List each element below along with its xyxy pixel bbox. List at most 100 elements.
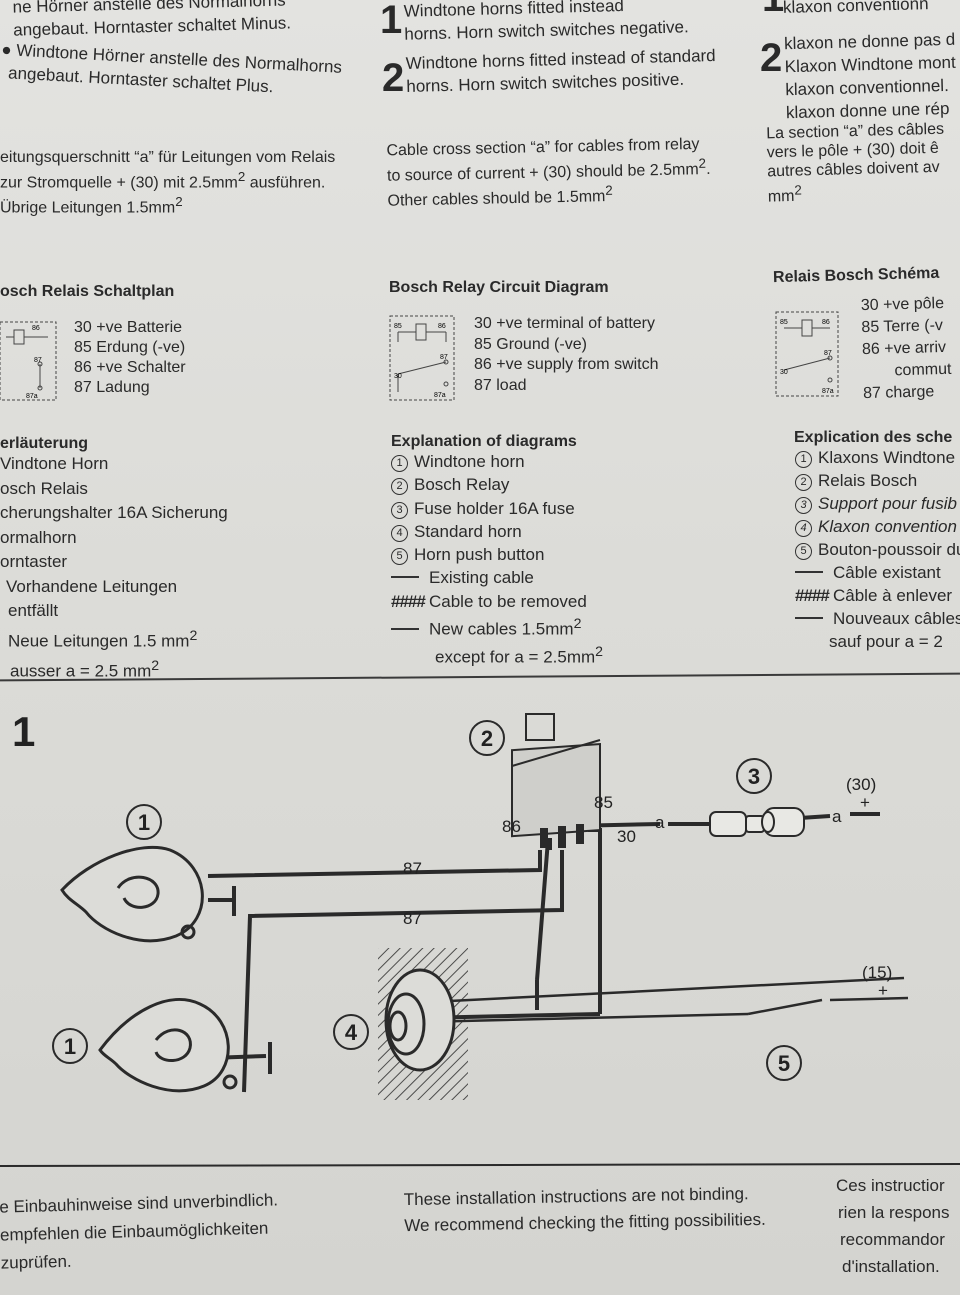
explanation-item: orntaster bbox=[0, 552, 68, 571]
legend-removed-en: ####Cable to be removed bbox=[391, 590, 603, 613]
mini-label-87: 87 bbox=[824, 350, 832, 357]
relay-row: 86 +ve arriv bbox=[861, 338, 947, 359]
mini-label-87a: 87a bbox=[822, 388, 834, 395]
explanation-title-en: Explanation of diagrams bbox=[391, 433, 577, 450]
legend-new-de: Neue Leitungen 1.5 mm2 bbox=[0, 624, 228, 654]
relay-row: 85 Erdung (-ve) bbox=[74, 339, 186, 356]
note1-en-number: 1 bbox=[380, 0, 403, 42]
note2-fr: klaxon ne donne pas d Klaxon Windtone mo… bbox=[784, 28, 957, 124]
number-circle-4: 4 bbox=[391, 524, 408, 542]
legend-new-de-text: Neue Leitungen 1.5 mm bbox=[8, 631, 190, 651]
explanation-item: Vindtone Horn bbox=[0, 454, 109, 473]
mini-label-86: 86 bbox=[32, 325, 40, 332]
wire-86 bbox=[535, 838, 552, 981]
mini-relay-diagram-fr: 85 86 87 30 87a bbox=[775, 311, 839, 397]
label-87-lower: 87 bbox=[403, 909, 422, 928]
explanation-item: ormalhorn bbox=[0, 527, 77, 547]
wire-a-right bbox=[799, 814, 831, 820]
hatch-line-icon: #### bbox=[391, 591, 426, 611]
sup-2: 2 bbox=[794, 182, 802, 198]
mini-label-87: 87 bbox=[440, 354, 448, 361]
legend-except-de: ausser a = 2.5 mm2 bbox=[0, 654, 228, 684]
mini-label-86: 86 bbox=[822, 319, 830, 326]
callout-1: 1 bbox=[138, 810, 150, 835]
callout-circle-4 bbox=[333, 1014, 369, 1050]
label-plus-15: + bbox=[878, 981, 888, 1000]
label-plus-30: + bbox=[860, 793, 870, 812]
legend-removed-text: Câble à enlever bbox=[833, 586, 953, 605]
explanation-item-text: Relais Bosch bbox=[818, 471, 918, 490]
windtone-horn-lower bbox=[98, 998, 238, 1093]
cable-note-en: Cable cross section “a” for cables from … bbox=[386, 135, 711, 211]
wires bbox=[0, 812, 960, 1167]
fuse-holder bbox=[709, 807, 805, 837]
mini-label-87a: 87a bbox=[434, 392, 446, 399]
label-a-left: a bbox=[655, 813, 665, 832]
relay-row: 30 +ve terminal of battery bbox=[474, 315, 655, 332]
windtone-horn-upper bbox=[60, 845, 204, 943]
relay-row: 30 +ve Batterie bbox=[74, 319, 183, 336]
legend-except-de-text: ausser a = 2.5 mm bbox=[10, 661, 152, 681]
explanation-title-fr: Explication des sche bbox=[794, 429, 953, 446]
legend-except-en: except for a = 2.5mm2 bbox=[391, 641, 603, 669]
solid-line-icon bbox=[795, 571, 823, 573]
callout-4: 4 bbox=[345, 1020, 358, 1045]
legend-existing-fr: Câble existant bbox=[795, 561, 960, 584]
explanation-title-de: erläuterung bbox=[0, 435, 89, 452]
footer-fr-line1: Ces instructior bbox=[836, 1176, 945, 1195]
explanation-item: 1 Windtone horn bbox=[391, 450, 603, 473]
callout-3: 3 bbox=[748, 764, 760, 789]
explanation-item-text: Windtone horn bbox=[414, 452, 525, 471]
footer-fr-line3: recommandor bbox=[840, 1230, 945, 1249]
note1-en: Windtone horns fitted instead horns. Hor… bbox=[403, 0, 689, 46]
note1-fr-number: 1 bbox=[762, 0, 784, 18]
label-87-upper: 87 bbox=[403, 859, 422, 878]
label-supply-30: (30) bbox=[846, 775, 876, 794]
label-30: 30 bbox=[617, 827, 636, 846]
cable-note-de-line3-text: Übrige Leitungen 1.5mm bbox=[0, 199, 176, 217]
cable-note-de-line1: eitungsquerschnitt “a” für Leitungen vom… bbox=[0, 149, 336, 166]
relay-rows-de: 30 +ve Batterie 85 Erdung (-ve) 86 +ve S… bbox=[74, 318, 186, 398]
explanation-item-text: Klaxon convention bbox=[818, 517, 957, 536]
note2-en-number: 2 bbox=[382, 56, 405, 100]
number-circle-2: 2 bbox=[795, 474, 812, 491]
relay-row: 87 charge bbox=[862, 383, 935, 403]
footer-fr: Ces instructior rien la respons recomman… bbox=[836, 1172, 950, 1280]
sup-2: 2 bbox=[151, 657, 160, 674]
legend-existing-de: Vorhandene Leitungen bbox=[6, 576, 178, 596]
number-circle-1: 1 bbox=[391, 455, 408, 472]
cable-note-fr-line4: mm2 bbox=[767, 177, 945, 207]
mini-relay-diagram-en: 85 86 87 30 87a bbox=[389, 315, 455, 401]
explanation-item: 4 Klaxon convention bbox=[795, 515, 960, 538]
number-circle-5: 5 bbox=[391, 548, 408, 566]
note2-fr-number: 2 bbox=[760, 36, 783, 80]
footer-fr-line4: d'installation. bbox=[842, 1257, 940, 1276]
explanation-item-text: Bosch Relay bbox=[414, 475, 510, 495]
note1-de: ne Hörner anstelle des Normalhorns angeb… bbox=[12, 0, 292, 42]
label-86: 86 bbox=[502, 817, 521, 836]
number-circle-4: 4 bbox=[795, 520, 812, 537]
divider-bottom bbox=[0, 1163, 960, 1167]
label-a-right: a bbox=[832, 807, 842, 826]
sup-2: 2 bbox=[189, 627, 198, 644]
footer-fr-line2: rien la respons bbox=[838, 1203, 950, 1222]
bosch-relay bbox=[511, 713, 601, 848]
standard-horn bbox=[384, 968, 456, 1072]
callout-circle-1b bbox=[52, 1028, 88, 1064]
relay-row: 85 Terre (-v bbox=[861, 317, 944, 337]
solid-line-icon bbox=[391, 576, 419, 579]
wire-85 bbox=[588, 828, 602, 1014]
note2-en: Windtone horns fitted instead of standar… bbox=[405, 44, 716, 98]
mini-label-85: 85 bbox=[780, 319, 788, 326]
relay-rows-fr: 30 +ve pôle 85 Terre (-v 86 +ve arriv co… bbox=[861, 293, 953, 405]
relay-title-de: osch Relais Schaltplan bbox=[0, 283, 175, 300]
solid-line-icon bbox=[795, 617, 823, 619]
relay-row: 30 +ve pôle bbox=[860, 295, 945, 315]
sup-2: 2 bbox=[237, 169, 246, 184]
sup-2: 2 bbox=[605, 182, 613, 199]
footer-en-line2: We recommend checking the fitting possib… bbox=[404, 1209, 766, 1236]
label-85: 85 bbox=[594, 793, 613, 812]
